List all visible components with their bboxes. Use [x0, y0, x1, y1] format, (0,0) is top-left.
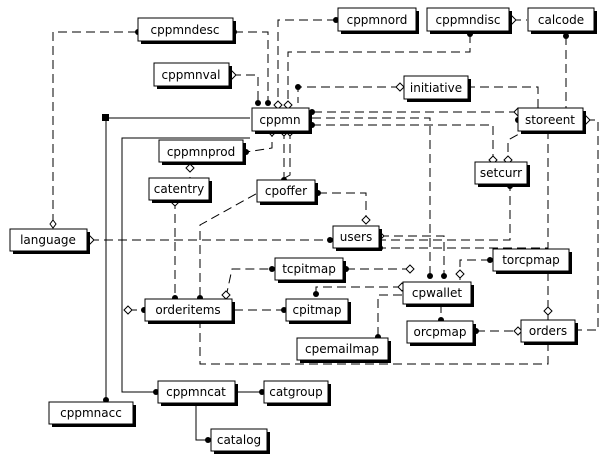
entity-cppmnord[interactable]: cppmnord [337, 7, 419, 34]
entity-orcpmap[interactable]: orcpmap [406, 320, 476, 346]
entity-cppmncat[interactable]: cppmncat [157, 380, 238, 406]
entity-label: catentry [154, 182, 204, 196]
entity-language[interactable]: language [9, 228, 90, 254]
entity-label: users [340, 230, 372, 244]
entity-label: tcpitmap [282, 262, 336, 276]
entity-label: cpemailmap [305, 342, 379, 356]
entity-label: cppmnval [162, 68, 221, 82]
entity-label: cpitmap [293, 303, 342, 317]
entity-setcurr[interactable]: setcurr [474, 161, 530, 187]
entity-label: cppmndesc [151, 23, 220, 37]
entity-label: setcurr [480, 166, 522, 180]
entity-label: calcode [538, 13, 584, 27]
entity-cppmn[interactable]: cppmn [251, 107, 312, 134]
entity-cpemailmap[interactable]: cpemailmap [296, 337, 391, 363]
entity-label: cppmncat [166, 385, 226, 399]
entity-tcpitmap[interactable]: tcpitmap [274, 257, 346, 283]
entity-label: torcpmap [502, 253, 560, 267]
entity-initiative[interactable]: initiative [403, 75, 471, 102]
entity-cppmnacc[interactable]: cppmnacc [48, 401, 136, 427]
entity-catentry[interactable]: catentry [148, 177, 212, 203]
entity-label: cppmnacc [60, 406, 122, 420]
entity-cpwallet[interactable]: cpwallet [402, 281, 474, 307]
entity-orders[interactable]: orders [520, 319, 578, 345]
entity-label: cppmnord [347, 13, 408, 27]
entity-users[interactable]: users [332, 225, 382, 251]
entity-label: storeent [525, 113, 575, 127]
entity-label: cppmnprod [167, 145, 235, 159]
entity-label: cppmn [259, 113, 300, 127]
entity-cppmndisc[interactable]: cppmndisc [426, 7, 512, 34]
entity-label: cppmndisc [436, 13, 501, 27]
entity-catalog[interactable]: catalog [210, 428, 270, 454]
entity-catgroup[interactable]: catgroup [263, 380, 331, 406]
entity-torcpmap[interactable]: torcpmap [492, 248, 572, 274]
entity-label: cpoffer [265, 184, 307, 198]
entity-cppmndesc[interactable]: cppmndesc [137, 17, 236, 44]
entity-label: catalog [217, 433, 261, 447]
entity-label: orderitems [155, 303, 220, 317]
entity-label: catgroup [269, 385, 323, 399]
entity-calcode[interactable]: calcode [527, 7, 597, 34]
relationship-lines [52, 19, 599, 441]
entity-label: language [20, 233, 76, 247]
entity-label: initiative [410, 81, 462, 95]
entity-orderitems[interactable]: orderitems [144, 298, 235, 324]
relationship-end-markers [49, 15, 591, 443]
entity-storeent[interactable]: storeent [517, 107, 586, 134]
entity-cppmnval[interactable]: cppmnval [153, 62, 232, 89]
entity-cpitmap[interactable]: cpitmap [285, 298, 351, 324]
entity-label: cpwallet [412, 286, 462, 300]
entity-cppmnprod[interactable]: cppmnprod [158, 139, 246, 165]
entity-label: orcpmap [414, 325, 467, 339]
entity-label: orders [529, 324, 567, 338]
entity-cpoffer[interactable]: cpoffer [256, 179, 318, 205]
